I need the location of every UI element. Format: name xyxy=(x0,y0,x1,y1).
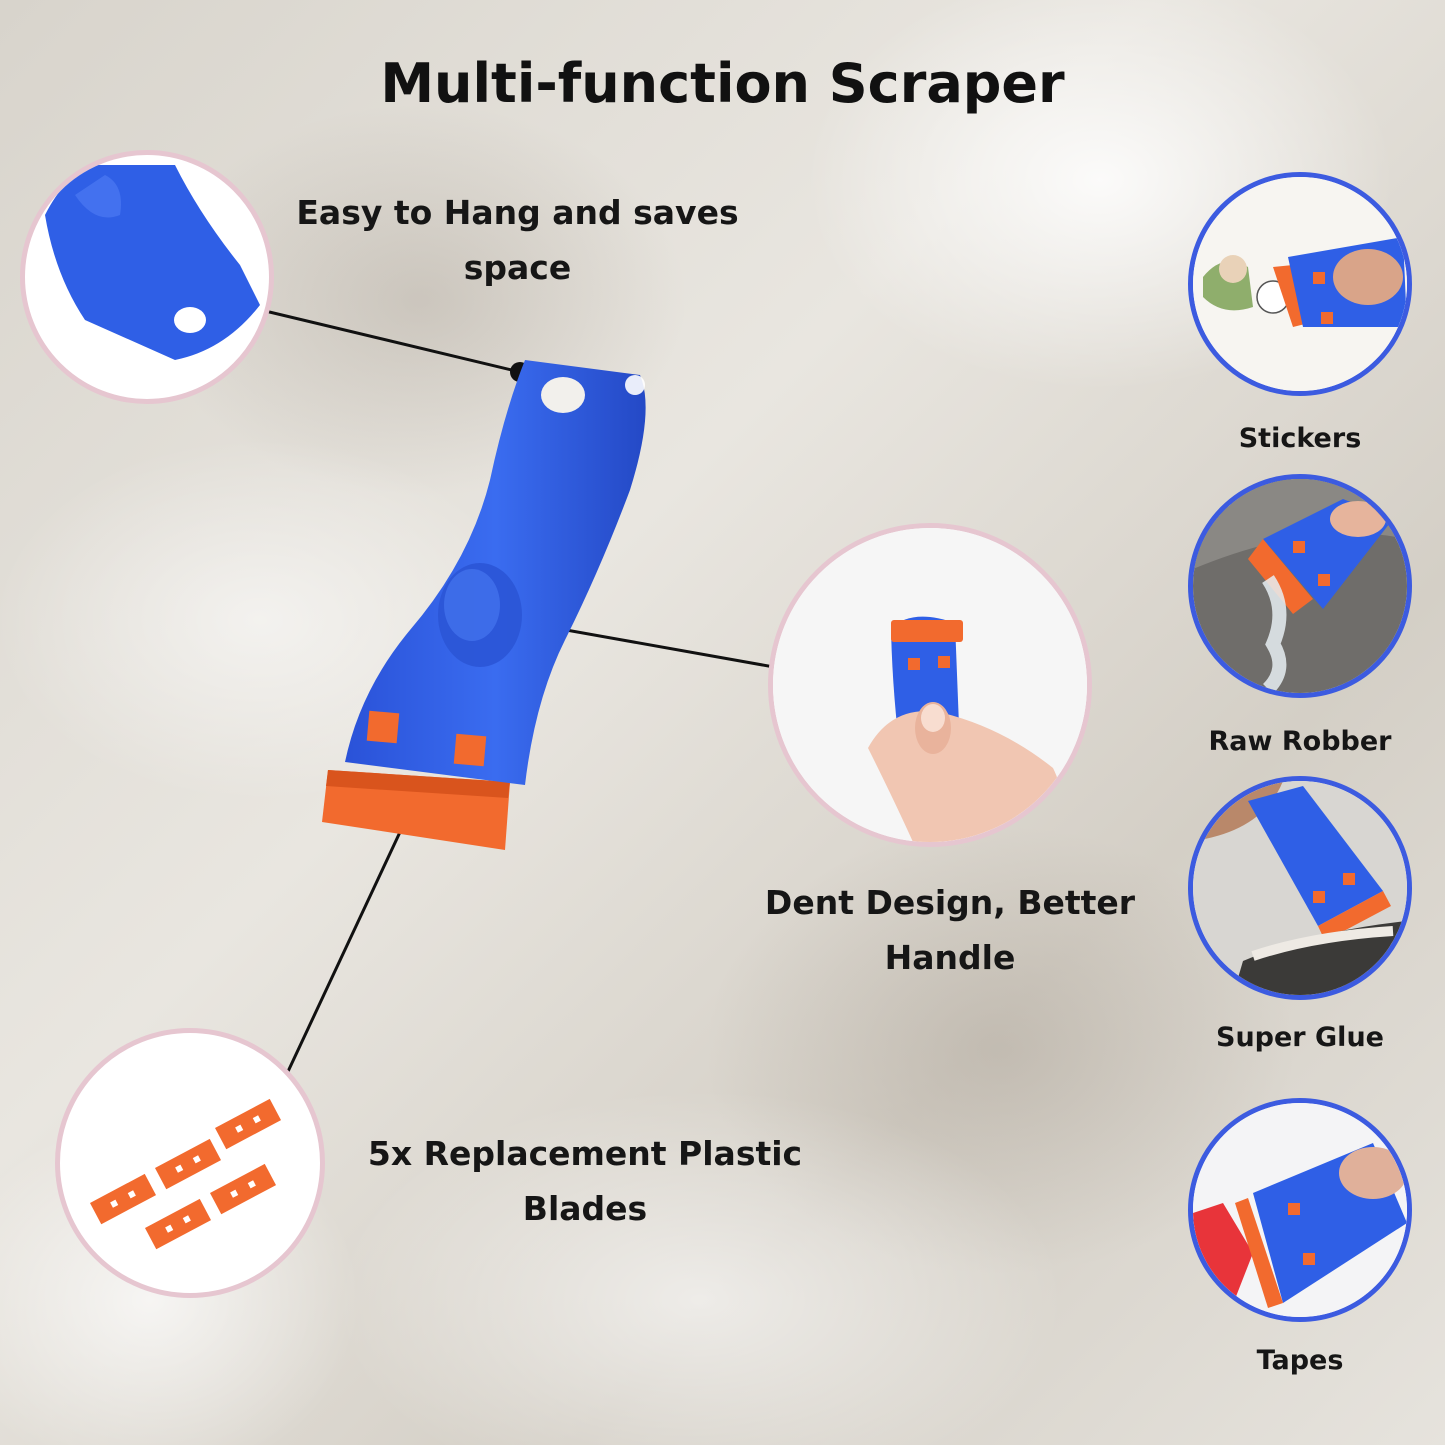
use-stickers-circle xyxy=(1188,172,1412,396)
blades-circle xyxy=(55,1028,325,1298)
use-label-tapes: Tapes xyxy=(1256,1345,1344,1376)
dent-label: Dent Design, Better Handle xyxy=(764,883,1136,977)
use-super-glue-circle xyxy=(1188,776,1412,1000)
use-label-raw-robber: Raw Robber xyxy=(1208,726,1392,757)
dent-design-circle xyxy=(768,523,1092,847)
page-title: Multi-function Scraper xyxy=(380,52,1065,115)
hang-hole-circle xyxy=(20,150,274,404)
hang-label: Easy to Hang and saves space xyxy=(296,193,739,287)
use-label-stickers: Stickers xyxy=(1238,423,1362,454)
scraper-image xyxy=(322,360,646,850)
use-tapes-circle xyxy=(1188,1098,1412,1322)
blades-label: 5x Replacement Plastic Blades xyxy=(367,1134,803,1228)
use-raw-robber-circle xyxy=(1188,474,1412,698)
use-label-super-glue: Super Glue xyxy=(1216,1022,1384,1053)
